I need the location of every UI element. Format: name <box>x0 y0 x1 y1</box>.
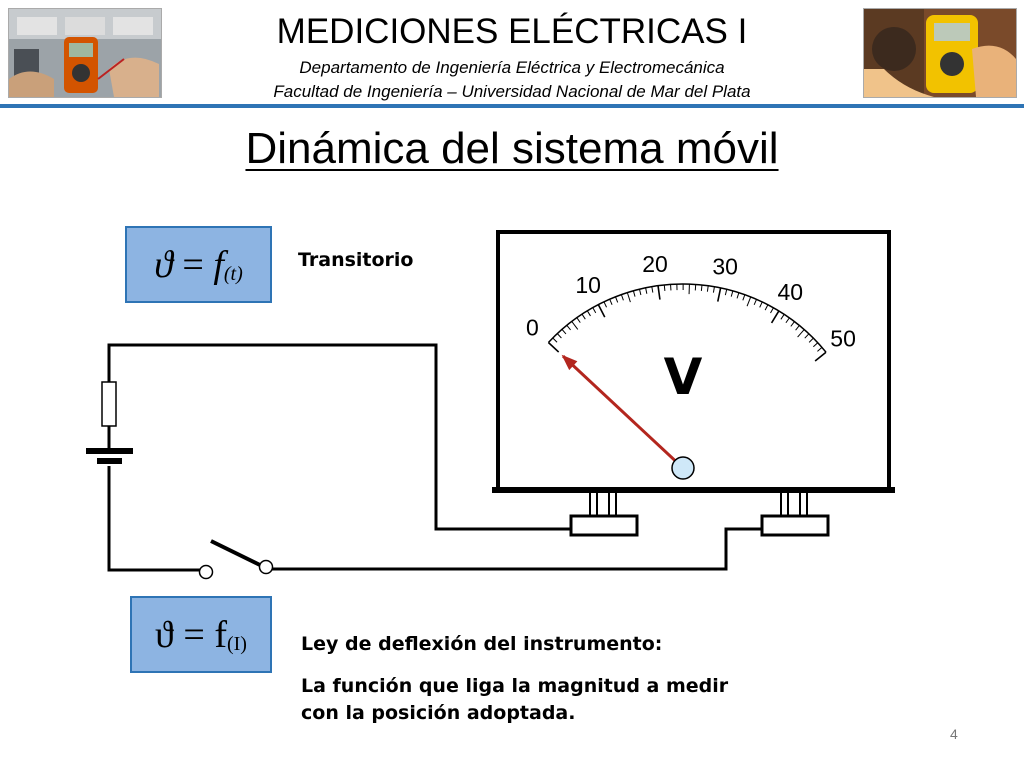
meter-scale-tick <box>770 307 774 314</box>
meter-scale-tick <box>651 286 654 293</box>
meter-scale-tick <box>609 299 613 305</box>
meter-scale-tick <box>813 342 819 348</box>
meter-scale-label: 30 <box>712 253 738 279</box>
wire-battery-to-switch <box>107 466 200 572</box>
equation-transient-arg: (t) <box>223 263 243 285</box>
multimeter-photo-left <box>8 8 162 98</box>
meter-scale-tick <box>742 294 746 301</box>
label-function-description: La función que liga la magnitud a medir … <box>301 673 861 727</box>
meter-scale-tick <box>566 325 571 331</box>
meter-scale-tick <box>780 314 785 320</box>
label-transitorio: Transitorio <box>298 249 414 271</box>
meter-scale-ticks <box>547 283 827 362</box>
meter-scale-tick <box>620 294 624 301</box>
slide-title: Dinámica del sistema móvil <box>245 124 779 173</box>
meter-terminal-left <box>569 491 639 537</box>
meter-scale-tick <box>790 321 795 327</box>
meter-scale-tick <box>552 337 558 343</box>
meter-needle <box>562 355 685 470</box>
meter-scale-tick <box>724 289 728 296</box>
meter-scale-tick <box>547 341 560 353</box>
resistor <box>101 381 117 427</box>
meter-case <box>496 230 891 492</box>
meter-scale-tick <box>746 296 752 307</box>
switch-lever <box>210 539 263 568</box>
course-title: MEDICIONES ELÉCTRICAS I <box>276 12 748 51</box>
switch-contact-right <box>258 559 274 575</box>
meter-scale-tick <box>632 290 636 297</box>
label-function-line1: La función que liga la magnitud a medir <box>301 675 729 697</box>
meter-scale-tick <box>603 301 607 308</box>
multimeter-photo-left-image <box>9 9 161 97</box>
meter-scale-tick <box>657 285 661 300</box>
meter-unit-symbol: V <box>664 348 703 406</box>
meter-scale-tick <box>730 290 734 297</box>
meter-scale-tick <box>804 333 810 339</box>
meter-terminal-right <box>760 491 830 537</box>
meter-scale-tick <box>576 317 581 323</box>
meter-scale-tick <box>626 292 631 303</box>
meter-scale-label: 20 <box>642 251 668 277</box>
equation-transient-func: f <box>213 243 224 286</box>
meter-scale-tick <box>571 321 579 330</box>
department-subtitle: Departamento de Ingeniería Eléctrica y E… <box>299 58 725 77</box>
meter-scale-label: 50 <box>830 325 856 351</box>
multimeter-photo-right-image <box>864 9 1016 97</box>
header-divider <box>0 104 1024 108</box>
equation-deflection-func: f <box>214 613 227 656</box>
switch-contact-left <box>198 564 214 580</box>
meter-scale-tick <box>597 304 606 318</box>
meter-scale-tick <box>770 310 780 324</box>
label-function-line2: con la posición adoptada. <box>301 702 576 724</box>
meter-scale-tick <box>663 284 666 291</box>
equation-deflection-equals: = <box>173 613 215 656</box>
meter-scale-tick <box>797 329 805 338</box>
meter-scale-tick <box>753 299 758 306</box>
meter-scale-tick <box>706 285 709 292</box>
meter-scale-arc <box>547 283 827 353</box>
meter-scale-label: 40 <box>778 279 804 305</box>
meter-scale-tick <box>638 289 642 296</box>
meter-needle-pivot <box>671 456 695 480</box>
meter-scale-label: 10 <box>575 272 601 298</box>
meter-scale-tick <box>592 307 597 314</box>
faculty-subtitle: Facultad de Ingeniería – Universidad Nac… <box>273 82 751 101</box>
meter-scale-tick <box>556 333 562 339</box>
meter-scale-labels: 0 10 20 30 40 50 <box>526 251 856 351</box>
equation-transient-lhs: ϑ <box>154 243 173 286</box>
meter-scale-tick <box>736 292 740 299</box>
meter-scale-tick <box>785 317 790 324</box>
equation-deflection: ϑ = f (I) <box>130 596 272 673</box>
meter-scale-tick <box>759 301 763 308</box>
equation-transient-equals: = <box>172 243 214 286</box>
meter-scale-label: 0 <box>526 315 539 341</box>
meter-scale-tick <box>814 351 827 362</box>
meter-scale-tick <box>700 284 703 292</box>
meter-scale-tick <box>561 329 567 335</box>
wire-top <box>107 343 571 531</box>
meter-scale-tick <box>581 313 586 320</box>
meter-scale-tick <box>817 347 823 352</box>
meter-scale-tick <box>764 304 769 311</box>
page-number: 4 <box>950 726 958 742</box>
meter-scale-tick <box>808 337 814 343</box>
equation-deflection-arg: (I) <box>226 633 247 655</box>
equation-transient: ϑ = f (t) <box>125 226 272 303</box>
wire-switch-to-meter <box>272 527 762 571</box>
multimeter-photo-right <box>863 8 1017 98</box>
equation-deflection-lhs: ϑ <box>155 613 174 656</box>
meter-scale-tick <box>586 310 591 317</box>
meter-scale-tick <box>795 325 800 331</box>
meter-scale-tick <box>615 296 619 303</box>
meter-needle-tip <box>561 354 578 371</box>
meter-scale-tick <box>716 287 722 302</box>
meter-scale-tick <box>712 286 715 293</box>
meter-scale-tick <box>645 287 648 294</box>
label-deflection-law: Ley de deflexión del instrumento: <box>301 633 663 655</box>
